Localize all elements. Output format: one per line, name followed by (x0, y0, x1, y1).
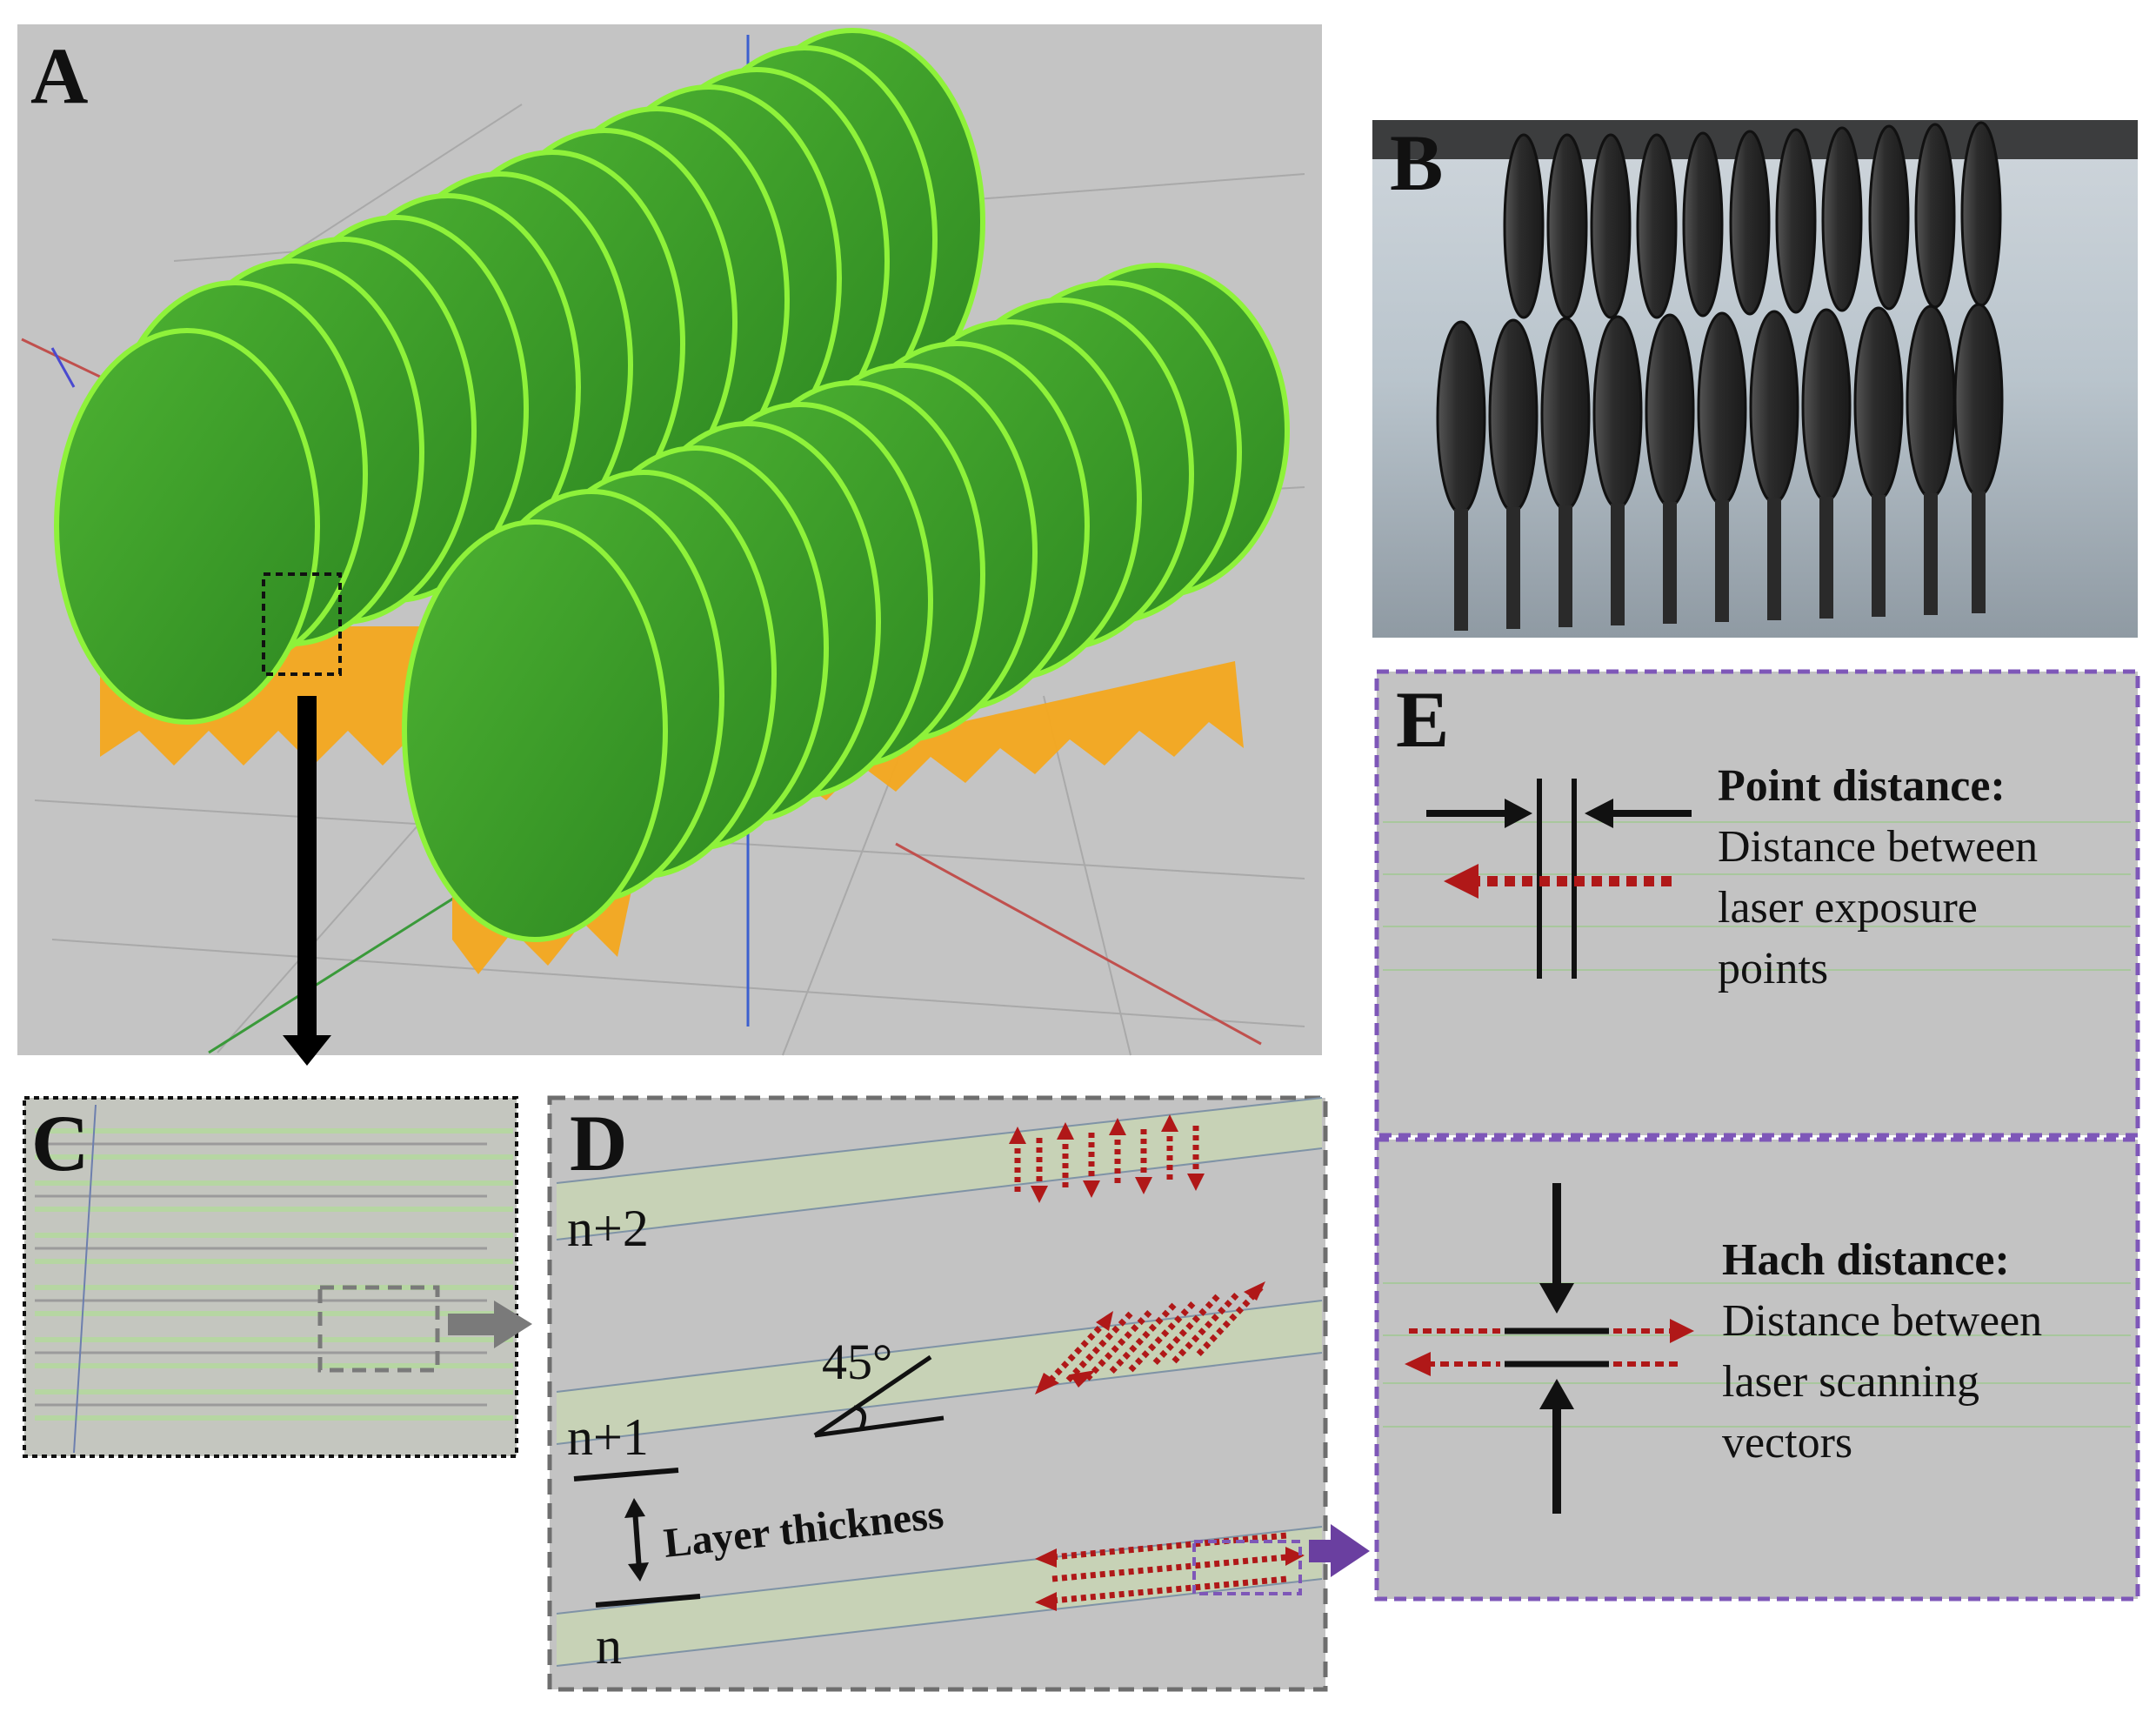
panel-e: E Point distance: Distance between laser… (1377, 672, 2138, 1599)
connector-c-d (448, 1314, 496, 1335)
hatch-distance-line-1: Distance between (1722, 1296, 2042, 1346)
panel-d-letter: D (570, 1099, 627, 1187)
connector-d-e (1309, 1540, 1333, 1562)
layer-label-n: n (596, 1617, 622, 1675)
layer-label-n2: n+2 (567, 1200, 649, 1257)
hatch-distance-line-2: laser scanning (1722, 1357, 1979, 1407)
front-row-blades (1438, 304, 2002, 513)
panel-c-letter: C (31, 1099, 89, 1187)
hatch-distance-line-3: vectors (1722, 1418, 1852, 1468)
panel-d: 45° n+2 n+1 n Layer thickness D (550, 1098, 1370, 1689)
panel-b-letter: B (1390, 118, 1443, 207)
point-distance-line-3: points (1718, 944, 1828, 993)
panel-a: A (17, 24, 1322, 1066)
layer-label-n1: n+1 (567, 1408, 649, 1466)
point-distance-line-1: Distance between (1718, 822, 2038, 872)
point-distance-line-2: laser exposure (1718, 883, 1978, 933)
panel-c: C (24, 1098, 532, 1456)
connector-d-e-head (1331, 1524, 1370, 1577)
angle-label: 45° (822, 1334, 892, 1390)
panel-a-letter: A (30, 31, 88, 120)
point-distance-title: Point distance: (1718, 761, 2006, 811)
panel-b: B (1372, 118, 2138, 638)
panel-c-background (24, 1098, 517, 1456)
back-row-blades (1505, 123, 2000, 318)
panel-e-letter: E (1396, 675, 1449, 764)
hatch-distance-title: Hach distance: (1722, 1235, 2010, 1285)
